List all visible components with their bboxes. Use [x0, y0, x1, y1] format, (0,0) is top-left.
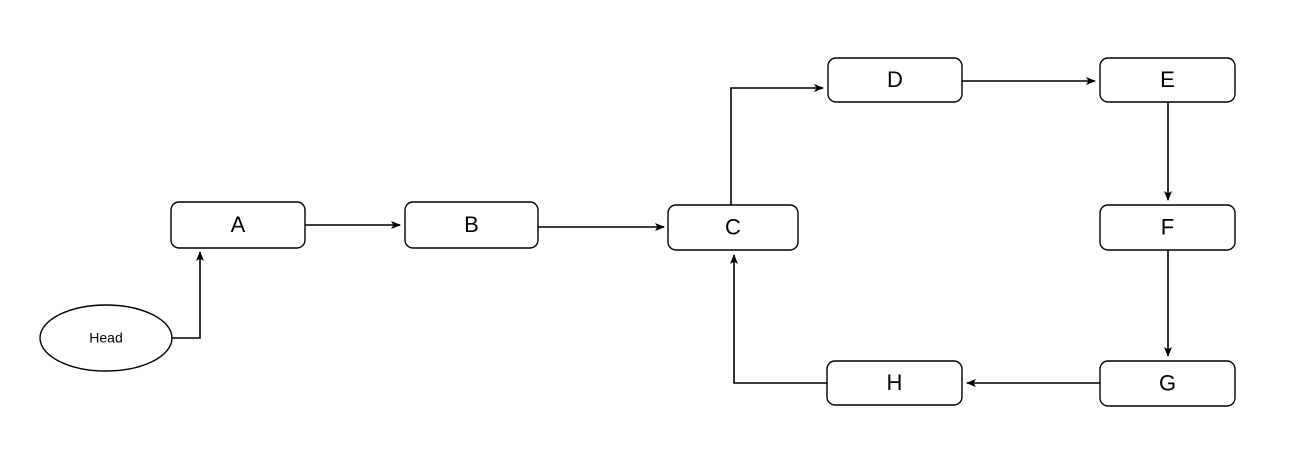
node-head-ellipse[interactable] [39, 304, 173, 372]
edge-layer [172, 77, 1172, 387]
node-a[interactable]: A [170, 201, 306, 249]
node-e-rect[interactable] [1099, 57, 1236, 103]
edge-head-to-a [172, 251, 204, 339]
node-f[interactable]: F [1099, 204, 1236, 251]
node-d-rect[interactable] [827, 57, 963, 103]
node-e[interactable]: E [1099, 57, 1236, 103]
node-c-rect[interactable] [667, 204, 799, 251]
node-g-rect[interactable] [1099, 360, 1236, 407]
node-h[interactable]: H [826, 360, 963, 406]
node-b[interactable]: B [404, 201, 539, 249]
node-h-rect[interactable] [826, 360, 963, 406]
edge-h-to-c [730, 254, 827, 384]
node-layer: Head A B C D [39, 57, 1236, 407]
node-c[interactable]: C [667, 204, 799, 251]
node-b-rect[interactable] [404, 201, 539, 249]
node-d[interactable]: D [827, 57, 963, 103]
node-g[interactable]: G [1099, 360, 1236, 407]
node-head[interactable]: Head [39, 304, 173, 372]
node-a-rect[interactable] [170, 201, 306, 249]
node-f-rect[interactable] [1099, 204, 1236, 251]
edge-c-to-d [730, 84, 824, 205]
